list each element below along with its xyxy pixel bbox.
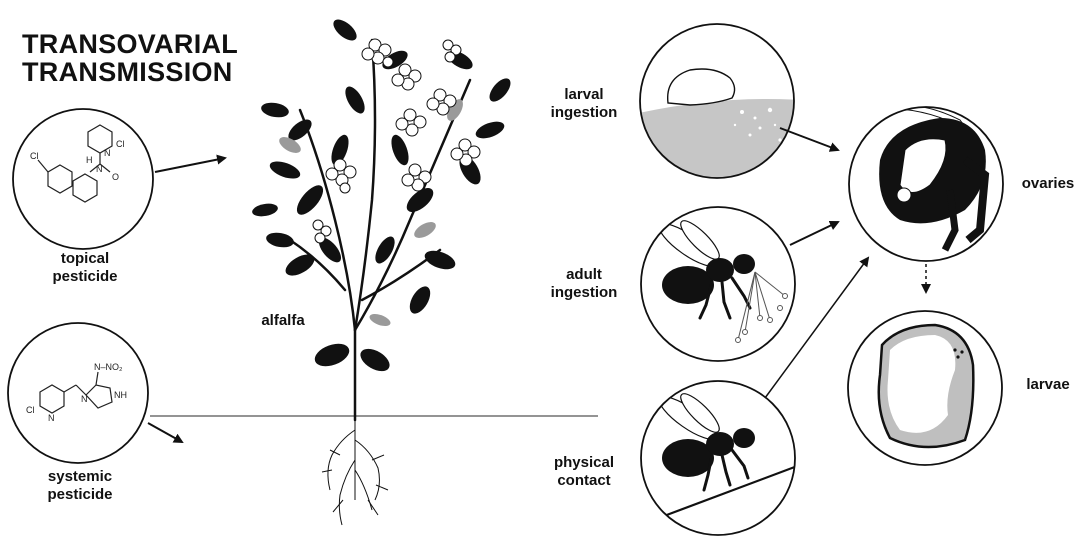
label-line: ingestion: [548, 284, 620, 302]
chem-o-label: O: [112, 172, 119, 182]
flower-cluster: [362, 39, 393, 67]
ovaries-label: ovaries: [1012, 175, 1084, 193]
physical-contact-label: physical contact: [548, 454, 620, 490]
flower-cluster: [402, 164, 431, 191]
chem-nh-label: NH: [114, 390, 127, 400]
arrow-adult-to-ovaries: [790, 222, 838, 245]
systemic-pesticide-circle: N–NO₂ Cl N N NH: [8, 323, 148, 463]
chem-n-label: N: [48, 413, 55, 423]
physical-contact-circle: [640, 381, 800, 535]
label-line: contact: [548, 472, 620, 490]
chem-cl-label: Cl: [26, 405, 35, 415]
larvae-label: larvae: [1012, 376, 1084, 394]
flower-cluster: [392, 64, 421, 90]
arrow-topical-to-plant: [155, 158, 225, 172]
chem-n-label: N: [96, 164, 103, 174]
flower-cluster: [451, 139, 480, 166]
label-line: topical: [38, 250, 132, 268]
flower-cluster: [326, 159, 356, 193]
arrow-larval-to-ovaries: [780, 128, 838, 150]
chem-cl-label: Cl: [30, 151, 39, 161]
chem-no2-label: N–NO₂: [94, 362, 123, 372]
label-line: physical: [548, 454, 620, 472]
label-line: systemic: [28, 468, 132, 486]
label-line: ingestion: [548, 104, 620, 122]
larval-ingestion-circle: [630, 24, 800, 190]
flower-cluster: [396, 109, 426, 136]
label-line: larval: [548, 86, 620, 104]
systemic-pesticide-label: systemic pesticide: [28, 468, 132, 504]
topical-pesticide-circle: Cl Cl H N O N: [13, 109, 153, 249]
larvae-circle: [848, 311, 1002, 465]
chem-cl-label: Cl: [116, 139, 125, 149]
alfalfa-label: alfalfa: [248, 312, 318, 330]
chem-n-label: N: [104, 148, 111, 158]
arrow-systemic-to-soil: [148, 423, 182, 442]
adult-ingestion-label: adult ingestion: [548, 266, 620, 302]
label-line: adult: [548, 266, 620, 284]
title-line: TRANSOVARIAL: [22, 30, 238, 58]
chem-h-label: H: [86, 155, 93, 165]
diagram-title: TRANSOVARIAL TRANSMISSION: [22, 30, 238, 87]
ovaries-circle: [849, 106, 1003, 261]
chem-n-label: N: [81, 394, 88, 404]
larva-cell-icon: [879, 325, 974, 447]
larval-ingestion-label: larval ingestion: [548, 86, 620, 122]
topical-pesticide-label: topical pesticide: [38, 250, 132, 286]
alfalfa-plant-illustration: [251, 16, 514, 525]
adult-ingestion-circle: [641, 207, 795, 361]
title-line: TRANSMISSION: [22, 58, 238, 86]
label-line: pesticide: [28, 486, 132, 504]
label-line: pesticide: [38, 268, 132, 286]
